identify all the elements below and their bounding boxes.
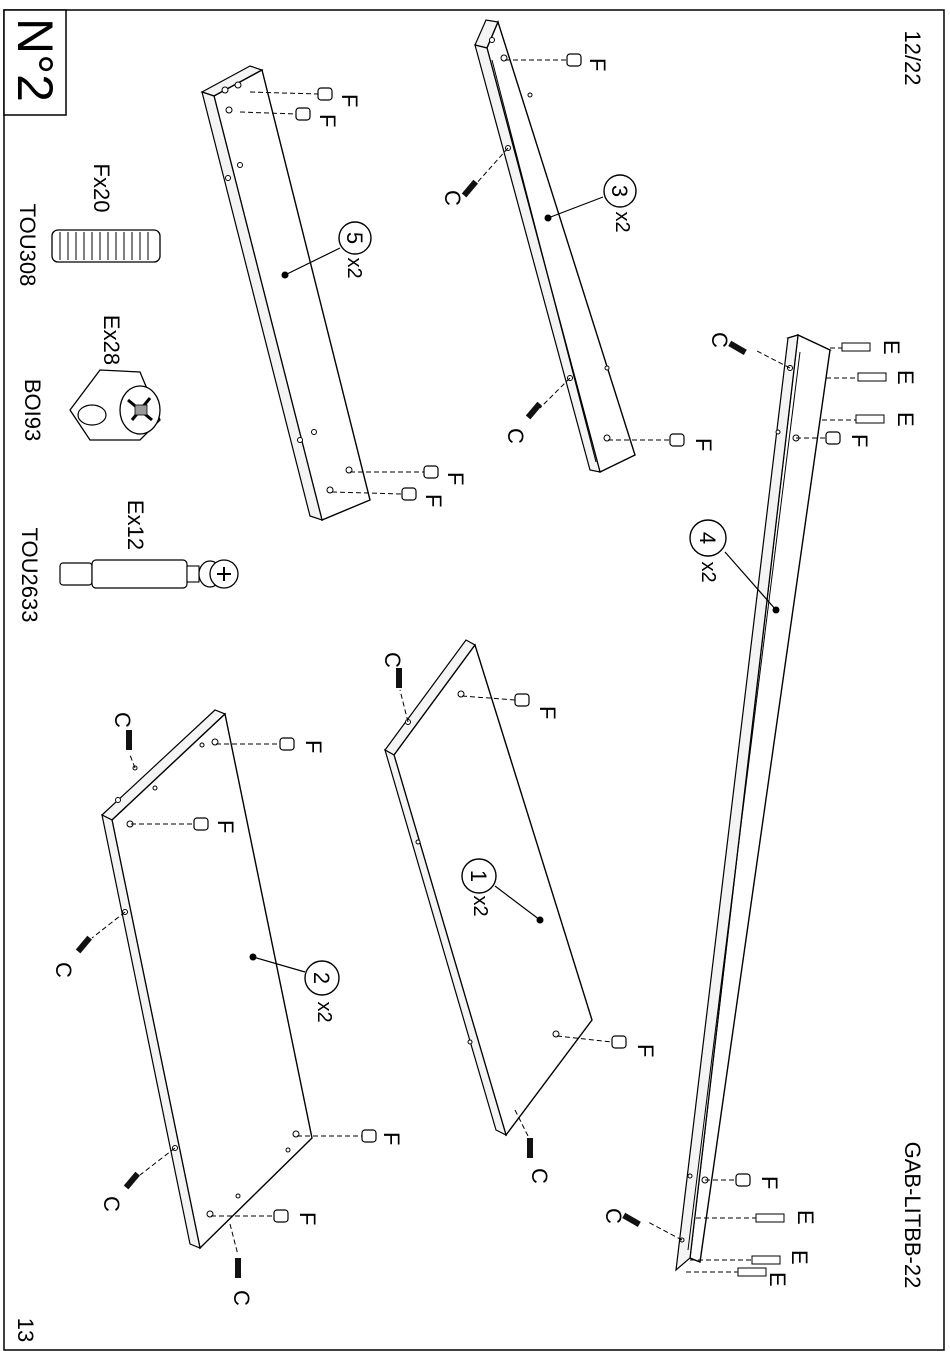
label-c: C — [503, 428, 528, 444]
cam-screw-icon — [126, 730, 132, 750]
part-1-number: 1 — [466, 870, 491, 882]
connector-bolt-code: TOU2633 — [17, 528, 42, 623]
dowel-fitting-icon — [736, 1174, 750, 1186]
cam-screw-icon — [526, 402, 542, 420]
dowel-fitting-icon — [515, 694, 529, 706]
dowel-fitting-icon — [280, 738, 294, 750]
page-number: 13 — [13, 1318, 38, 1342]
connector-bolt-icon — [60, 560, 238, 588]
label-f: F — [295, 1212, 320, 1225]
dowel-fitting-icon — [318, 88, 332, 100]
label-f: F — [379, 1132, 404, 1145]
label-f: F — [585, 58, 610, 71]
step-box: N°2 — [4, 10, 66, 115]
dowel-fitting-icon — [362, 1130, 376, 1142]
cam-lock-hardware: Ex28 BOI93 — [20, 315, 160, 441]
dowel-hardware: Fx20 TOU308 — [15, 164, 160, 287]
part-3-number: 3 — [607, 185, 632, 197]
label-c: C — [707, 332, 732, 348]
cam-screw-icon — [76, 936, 92, 954]
dowel-icon — [52, 230, 160, 262]
dowel-fitting-icon — [826, 432, 840, 444]
label-f: F — [757, 1176, 782, 1189]
label-c: C — [440, 190, 465, 206]
label-f: F — [633, 1044, 658, 1057]
part-2-board: 2 x2 F F F F C C C C — [51, 710, 404, 1306]
dowel-fitting-icon — [612, 1036, 626, 1048]
dowel-code: TOU308 — [15, 204, 40, 287]
label-c: C — [601, 1208, 626, 1224]
model-code: GAB-LITBB-22 — [900, 1142, 925, 1289]
dowel-fitting-icon — [402, 488, 416, 500]
cam-lock-code: BOI93 — [20, 379, 45, 441]
label-e: E — [893, 412, 918, 427]
label-c: C — [51, 962, 76, 978]
part-3-board: 3 x2 F F C C — [440, 20, 716, 472]
part-4-qty: x2 — [697, 561, 719, 582]
label-e: E — [879, 340, 904, 355]
cam-screw-icon — [527, 1138, 533, 1158]
dowel-fitting-icon — [194, 818, 208, 830]
cam-screw-icon — [124, 1172, 140, 1190]
part-2-number: 2 — [309, 972, 334, 984]
cam-screw-icon — [396, 668, 402, 688]
label-f: F — [301, 740, 326, 753]
label-c: C — [110, 712, 135, 728]
dowel-fitting-icon — [670, 434, 684, 446]
connector-bolt-hardware: Ex12 TOU2633 — [17, 500, 238, 623]
label-f: F — [691, 438, 716, 451]
label-f: F — [535, 706, 560, 719]
label-c: C — [380, 652, 405, 668]
part-2-qty: x2 — [313, 1001, 335, 1022]
label-f: F — [847, 434, 872, 447]
label-e: E — [893, 370, 918, 385]
label-c: C — [99, 1196, 124, 1212]
part-3-qty: x2 — [611, 211, 633, 232]
connector-bolt-qty: Ex12 — [123, 500, 148, 550]
dowel-qty: Fx20 — [89, 164, 114, 213]
cam-lock-qty: Ex28 — [99, 315, 124, 365]
dowel-fitting-icon — [424, 466, 438, 478]
label-e: E — [765, 1272, 790, 1287]
label-c: C — [229, 1290, 254, 1306]
part-5-board: 5 x2 F F F F — [202, 66, 468, 520]
step-number: N°2 — [7, 18, 63, 102]
label-f: F — [337, 94, 362, 107]
part-1-board: 1 x2 F F C C — [380, 640, 658, 1184]
label-f: F — [443, 472, 468, 485]
page-counter: 12/22 — [900, 30, 925, 85]
label-e: E — [793, 1210, 818, 1225]
part-5-qty: x2 — [343, 257, 365, 278]
label-f: F — [213, 820, 238, 833]
dowel-fitting-icon — [274, 1210, 288, 1222]
part-1-qty: x2 — [469, 895, 491, 916]
label-f: F — [315, 114, 340, 127]
dowel-fitting-icon — [296, 108, 310, 120]
part-4-board: 4 x2 E E E F C F E E E C — [601, 332, 918, 1287]
dowel-fitting-icon — [567, 54, 581, 66]
label-c: C — [527, 1168, 552, 1184]
cam-lock-icon — [70, 370, 160, 440]
cam-screw-icon — [235, 1258, 241, 1278]
part-4-number: 4 — [695, 532, 720, 544]
label-e: E — [787, 1250, 812, 1265]
label-f: F — [421, 494, 446, 507]
part-5-number: 5 — [342, 232, 367, 244]
